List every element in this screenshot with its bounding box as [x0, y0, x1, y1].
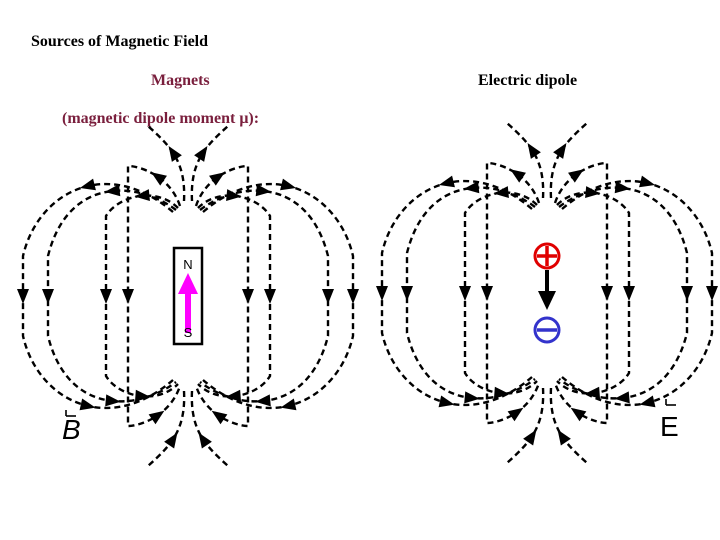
b-arrow: [135, 390, 151, 403]
e-field-line: [465, 193, 537, 394]
e-field-symbol: E: [660, 399, 679, 442]
b-arrow: [255, 394, 271, 407]
b-arrow: [104, 184, 120, 198]
b-arrow: [100, 289, 112, 304]
b-arrow: [279, 399, 296, 414]
b-arrow: [105, 394, 121, 407]
electric-dipole: [535, 244, 559, 342]
b-arrow: [242, 289, 254, 304]
positive-charge: [535, 244, 559, 268]
b-field-letter: B: [62, 414, 81, 445]
e-axial-line-bottom: [507, 388, 543, 463]
b-field-symbol: B: [62, 410, 81, 445]
b-arrow: [225, 390, 241, 403]
e-arrow: [639, 176, 656, 191]
e-field-line: [555, 163, 607, 423]
e-arrow: [638, 396, 655, 411]
e-field-line: [487, 163, 539, 423]
bar-magnet: N S: [174, 248, 202, 344]
dipole-arrow-head: [538, 291, 556, 310]
e-arrow: [584, 387, 600, 400]
e-field-line: [559, 188, 687, 399]
b-arrow: [264, 289, 276, 304]
b-axial-line-top: [148, 126, 184, 201]
b-arrow: [164, 429, 182, 448]
negative-charge: [535, 318, 559, 342]
e-arrow: [401, 286, 413, 301]
e-arrow: [439, 396, 456, 411]
e-arrow: [523, 426, 541, 445]
b-axial-line-bottom: [148, 391, 184, 466]
e-arrow: [614, 391, 630, 404]
e-arrow: [459, 286, 471, 301]
b-arrow: [322, 289, 334, 304]
b-field-line: [196, 166, 248, 426]
b-arrow: [256, 184, 272, 198]
e-axial-line-bottom: [551, 388, 587, 463]
south-pole-label: S: [184, 325, 193, 340]
b-axial-line-top: [192, 126, 228, 201]
e-arrow: [601, 286, 613, 301]
e-field-letter: E: [660, 411, 679, 442]
b-arrow: [80, 399, 97, 414]
e-arrow: [568, 164, 587, 182]
e-arrow: [464, 391, 480, 404]
e-arrow: [437, 176, 454, 191]
b-field-line: [200, 191, 328, 402]
e-arrow: [481, 286, 493, 301]
b-arrow: [42, 289, 54, 304]
e-field-line: [557, 193, 629, 394]
e-arrow: [681, 286, 693, 301]
e-arrow: [376, 286, 388, 301]
e-field-line: [407, 188, 535, 399]
b-arrow: [194, 429, 212, 448]
e-arrow: [553, 426, 571, 445]
b-arrow: [280, 179, 297, 194]
e-axial-line-top: [507, 123, 543, 198]
e-arrow: [706, 286, 718, 301]
b-arrow: [17, 289, 29, 304]
b-field-line: [198, 196, 270, 397]
e-axial-line-top: [551, 123, 587, 198]
b-axial-line-bottom: [192, 391, 228, 466]
b-field-line: [128, 166, 180, 426]
e-arrow: [494, 387, 510, 400]
b-arrow: [209, 167, 228, 185]
b-arrow: [347, 289, 359, 304]
north-pole-label: N: [183, 257, 192, 272]
e-arrow: [507, 164, 526, 182]
e-arrow: [615, 181, 631, 195]
b-arrow: [78, 179, 95, 194]
b-field-line: [48, 191, 176, 402]
e-arrow: [623, 286, 635, 301]
b-arrow: [122, 289, 134, 304]
b-arrow: [148, 167, 167, 185]
e-arrow: [463, 181, 479, 195]
b-field-line: [106, 196, 178, 397]
